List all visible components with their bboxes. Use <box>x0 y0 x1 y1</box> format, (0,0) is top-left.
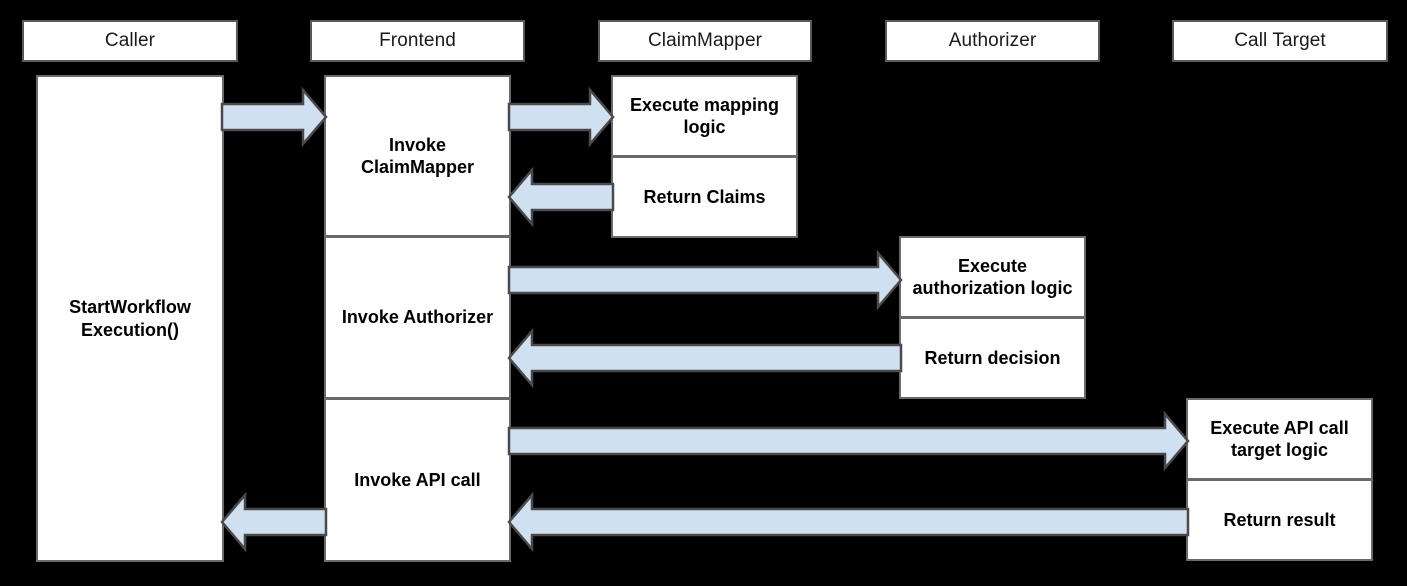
activation-label-invoke-api-call: Invoke API call <box>354 469 481 490</box>
participant-label-caller: Caller <box>104 30 156 51</box>
message-arrow-frontend-to-claimmapper[interactable] <box>507 86 615 148</box>
activation-return-decision[interactable]: Return decision <box>899 317 1086 399</box>
message-arrow-frontend-to-calltarget[interactable] <box>507 410 1190 472</box>
participant-header-caller[interactable]: Caller <box>22 20 238 62</box>
activation-execute-mapping-logic[interactable]: Execute mapping logic <box>611 75 798 157</box>
message-arrow-authorizer-to-frontend[interactable] <box>507 327 903 389</box>
participant-header-authorizer[interactable]: Authorizer <box>885 20 1100 62</box>
activation-label-return-decision: Return decision <box>924 347 1061 368</box>
message-arrow-calltarget-to-frontend[interactable] <box>507 491 1190 553</box>
activation-invoke-claimmapper[interactable]: Invoke ClaimMapper <box>324 75 511 237</box>
activation-label-return-result: Return result <box>1223 509 1336 530</box>
activation-invoke-authorizer[interactable]: Invoke Authorizer <box>324 236 511 399</box>
participant-label-frontend: Frontend <box>379 30 456 51</box>
participant-label-authorizer: Authorizer <box>948 30 1037 51</box>
participant-label-calltarget: Call Target <box>1234 30 1326 51</box>
activation-label-invoke-authorizer: Invoke Authorizer <box>341 307 494 328</box>
message-arrow-frontend-to-authorizer[interactable] <box>507 249 903 311</box>
activation-start-workflow[interactable]: StartWorkflow Execution() <box>36 75 224 562</box>
activation-label-return-claims: Return Claims <box>643 186 766 207</box>
participant-header-calltarget[interactable]: Call Target <box>1172 20 1388 62</box>
activation-return-result[interactable]: Return result <box>1186 479 1373 561</box>
participant-header-claimmapper[interactable]: ClaimMapper <box>598 20 812 62</box>
participant-label-claimmapper: ClaimMapper <box>647 30 763 51</box>
activation-return-claims[interactable]: Return Claims <box>611 156 798 238</box>
message-arrow-caller-to-frontend[interactable] <box>220 86 328 148</box>
participant-header-frontend[interactable]: Frontend <box>310 20 525 62</box>
message-arrow-frontend-to-caller[interactable] <box>220 491 328 553</box>
activation-label-invoke-claimmapper: Invoke ClaimMapper <box>360 134 475 178</box>
activation-invoke-api-call[interactable]: Invoke API call <box>324 398 511 562</box>
message-arrow-claimmapper-to-frontend[interactable] <box>507 166 615 228</box>
activation-label-execute-api-call-target-logic: Execute API call target logic <box>1210 417 1349 461</box>
activation-execute-api-call-target-logic[interactable]: Execute API call target logic <box>1186 398 1373 480</box>
activation-label-execute-mapping-logic: Execute mapping logic <box>629 94 780 138</box>
activation-label-execute-authorization-logic: Execute authorization logic <box>912 255 1073 299</box>
activation-execute-authorization-logic[interactable]: Execute authorization logic <box>899 236 1086 318</box>
activation-label-start-workflow: StartWorkflow Execution() <box>69 297 191 340</box>
